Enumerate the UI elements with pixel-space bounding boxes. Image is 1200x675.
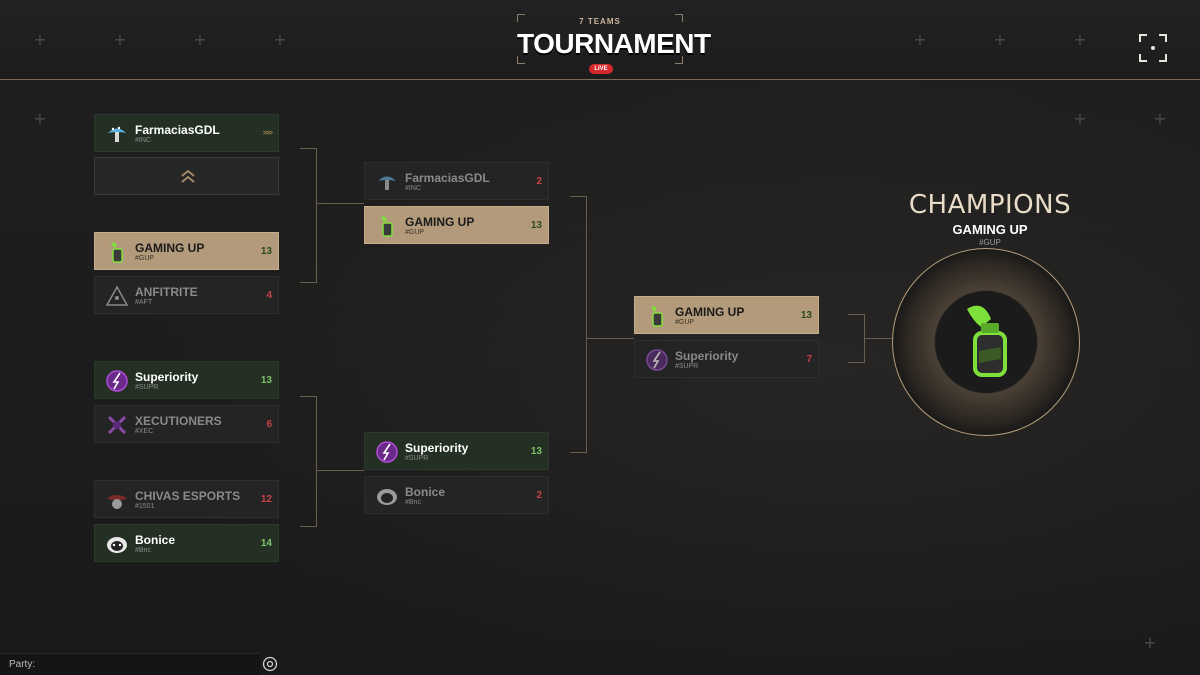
- anfitrite-logo-icon: [105, 285, 129, 306]
- plus-icon: +: [273, 30, 287, 49]
- gaming-up-logo-icon: [381, 216, 393, 237]
- team-tag: #1501: [135, 503, 155, 510]
- bonice-logo-icon: [377, 489, 397, 505]
- gaming-up-logo-icon: [967, 305, 1007, 377]
- plus-icon: +: [913, 30, 927, 49]
- team-score: 13: [530, 446, 542, 457]
- team-score: 7: [806, 354, 812, 365]
- bracket-slot-superiority[interactable]: Superiority #SUPR 13: [364, 432, 549, 470]
- plus-icon: +: [1073, 30, 1087, 49]
- team-name: GAMING UP: [405, 215, 475, 229]
- tournament-title: TOURNAMENT: [517, 28, 711, 59]
- superiority-logo-icon: [106, 370, 128, 392]
- team-tag: #GUP: [135, 255, 155, 262]
- champion-team-name: GAMING UP: [952, 222, 1028, 237]
- superiority-logo-icon: [646, 349, 668, 371]
- plus-icon: +: [113, 30, 127, 49]
- team-tag: #INC: [135, 137, 151, 144]
- team-score: 13: [260, 246, 272, 257]
- plus-icon: +: [1153, 109, 1167, 128]
- team-tag: #AFT: [135, 299, 153, 306]
- superiority-logo-icon: [376, 441, 398, 463]
- team-tag: #XEC: [135, 428, 154, 435]
- team-name: Bonice: [135, 533, 176, 547]
- team-tag: #Bnc: [405, 499, 421, 506]
- team-score: 12: [260, 494, 272, 505]
- team-tag: #SUPR: [135, 384, 159, 391]
- farmaciasgdl-logo-icon: [108, 126, 126, 142]
- party-settings-icon[interactable]: [262, 656, 278, 672]
- bracket-slot-gaming-up[interactable]: GAMING UP #GUP 13: [364, 206, 549, 244]
- bracket-slot-bonice[interactable]: Bonice #Bnc 14: [94, 524, 279, 562]
- team-name: GAMING UP: [135, 241, 205, 255]
- team-tag: #INC: [405, 185, 421, 192]
- team-score: 6: [266, 419, 272, 430]
- team-score: 2: [536, 176, 542, 187]
- team-tag: #GUP: [405, 229, 425, 236]
- champion-team-tag: #GUP: [979, 238, 1001, 247]
- team-score: 2: [536, 490, 542, 501]
- champion-emblem: [935, 291, 1037, 393]
- team-tag: #Bnc: [135, 547, 151, 554]
- bonice-logo-icon: [107, 537, 127, 553]
- team-tag: #GUP: [675, 319, 695, 326]
- chivas-esports-logo-icon: [107, 495, 127, 509]
- team-tag: #SUPR: [675, 363, 699, 370]
- bracket-slot-bye: [94, 157, 279, 195]
- team-name: Superiority: [405, 441, 469, 455]
- bracket-slot-xecutioners[interactable]: XECUTIONERS #XEC 6: [94, 405, 279, 443]
- gaming-up-logo-icon: [651, 306, 663, 327]
- team-score: 13: [260, 375, 272, 386]
- party-label: Party:: [9, 659, 36, 670]
- team-name: Superiority: [675, 349, 739, 363]
- team-name: Superiority: [135, 370, 199, 384]
- bracket-slot-anfitrite[interactable]: ANFITRITE #AFT 4: [94, 276, 279, 314]
- team-score: 14: [260, 538, 272, 549]
- team-score: 13: [530, 220, 542, 231]
- plus-icon: +: [33, 109, 47, 128]
- live-badge: LIVE: [589, 64, 613, 74]
- bracket-slot-gaming-up[interactable]: GAMING UP #GUP 13: [634, 296, 819, 334]
- team-name: FarmaciasGDL: [135, 123, 220, 137]
- bracket-slot-superiority[interactable]: Superiority #SUPR 7: [634, 340, 819, 378]
- chevron-up-double-icon: [181, 169, 195, 183]
- team-score: 13: [800, 310, 812, 321]
- xecutioners-logo-icon: [107, 415, 127, 435]
- teams-count-label: 7 TEAMS: [579, 17, 621, 26]
- plus-icon: +: [193, 30, 207, 49]
- team-name: Bonice: [405, 485, 446, 499]
- plus-icon: +: [1143, 633, 1157, 652]
- plus-icon: +: [33, 30, 47, 49]
- bracket-slot-farmaciasgdl[interactable]: FarmaciasGDL #INC >>>: [94, 114, 279, 152]
- team-name: GAMING UP: [675, 305, 745, 319]
- bracket-slot-superiority[interactable]: Superiority #SUPR 13: [94, 361, 279, 399]
- bracket-slot-bonice[interactable]: Bonice #Bnc 2: [364, 476, 549, 514]
- team-name: XECUTIONERS: [135, 414, 222, 428]
- bracket-slot-farmaciasgdl[interactable]: FarmaciasGDL #INC 2: [364, 162, 549, 200]
- team-tag: #SUPR: [405, 455, 429, 462]
- bracket-slot-gaming-up[interactable]: GAMING UP #GUP 13: [94, 232, 279, 270]
- team-score: 4: [266, 290, 272, 301]
- party-bar[interactable]: Party:: [0, 653, 260, 675]
- farmaciasgdl-logo-icon: [378, 176, 396, 190]
- advance-indicator: >>>: [262, 130, 273, 137]
- plus-icon: +: [993, 30, 1007, 49]
- bracket-slot-chivas-esports[interactable]: CHIVAS ESPORTS #1501 12: [94, 480, 279, 518]
- plus-icon: +: [1073, 109, 1087, 128]
- champions-title: CHAMPIONS: [908, 190, 1072, 220]
- gaming-up-logo-icon: [111, 242, 123, 263]
- fullscreen-icon[interactable]: [1139, 34, 1167, 62]
- team-name: FarmaciasGDL: [405, 171, 490, 185]
- team-name: ANFITRITE: [135, 285, 198, 299]
- tournament-logo: 7 TEAMS TOURNAMENT: [517, 14, 711, 64]
- team-name: CHIVAS ESPORTS: [135, 489, 241, 503]
